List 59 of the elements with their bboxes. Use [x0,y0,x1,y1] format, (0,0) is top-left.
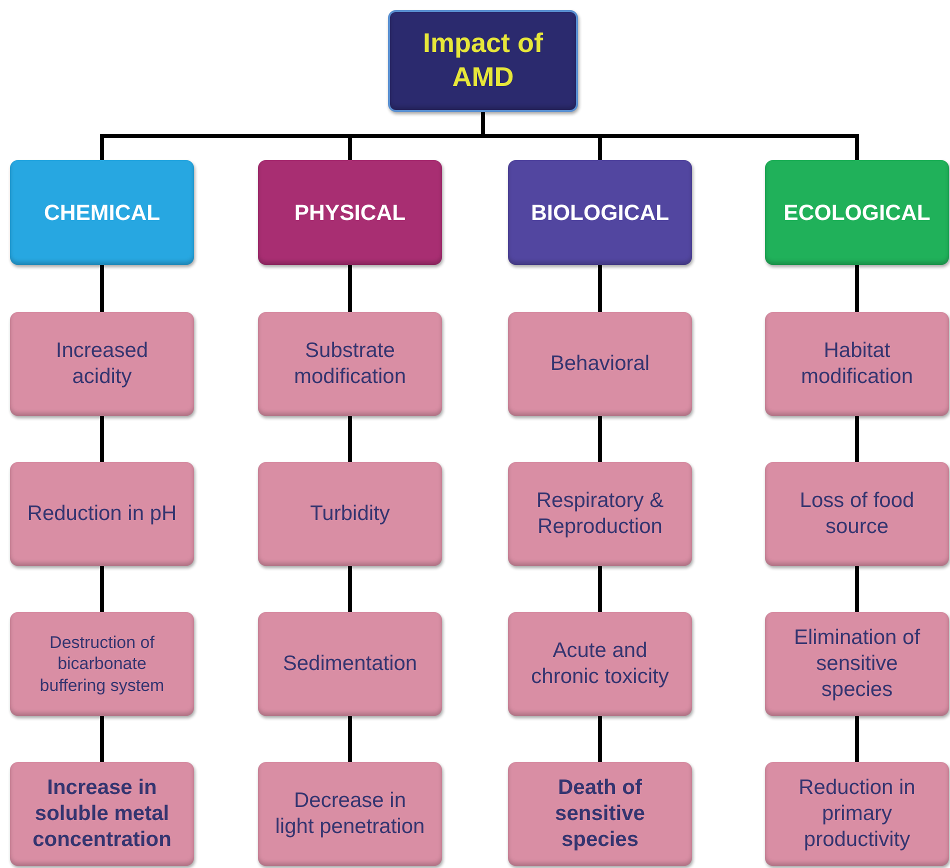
category-box [765,160,949,265]
box-text: Reduction in pH [27,500,177,527]
connector-line [855,716,859,762]
impact-box [765,462,949,566]
box-text: Elimination of sensitive species [792,624,922,704]
connector-line [348,416,352,462]
impact-box [765,312,949,416]
impact-box [765,762,949,866]
impact-box [258,612,442,716]
box-text: Destruction of bicarbonate buffering system [38,632,166,696]
impact-box [508,612,692,716]
impact-box [258,312,442,416]
box-text: Habitat modification [800,338,914,390]
box-text: ECOLOGICAL [784,198,930,226]
impact-box [258,462,442,566]
connector-line [598,416,602,462]
connector-line [348,566,352,612]
box-text: Death of sensitive species [554,774,646,854]
box-text: Decrease in light penetration [274,788,426,840]
impact-box [508,312,692,416]
connector-line [598,265,602,312]
impact-box [10,462,194,566]
title-box [388,10,578,112]
box-text: Sedimentation [282,650,418,677]
box-text: PHYSICAL [294,198,406,226]
impact-box [10,762,194,866]
box-text: Acute and chronic toxicity [530,638,670,690]
connector-line [855,566,859,612]
connector-line [855,265,859,312]
category-box [508,160,692,265]
connector-line [481,112,859,160]
box-text: Increased acidity [54,338,150,390]
connector-line [598,716,602,762]
box-text: Turbidity [310,500,390,527]
box-text: Behavioral [550,350,650,377]
category-box [258,160,442,265]
connector-line [100,416,104,462]
connector-line [348,716,352,762]
box-text: Substrate modification [292,338,408,390]
impact-box [508,762,692,866]
connector-line [100,265,104,312]
box-text: Respiratory & Reproduction [535,488,665,540]
box-text: Loss of food source [798,488,916,540]
connector-line [100,716,104,762]
impact-box [765,612,949,716]
impact-box [258,762,442,866]
box-text: BIOLOGICAL [530,198,670,226]
impact-box [10,312,194,416]
category-box [10,160,194,265]
connector-line [598,566,602,612]
box-text: Impact of AMD [422,27,544,94]
box-text: CHEMICAL [44,198,160,226]
connector-line [100,566,104,612]
impact-box [508,462,692,566]
connector-line [855,416,859,462]
box-text: Increase in soluble metal concentration [32,774,172,854]
connector-line [348,265,352,312]
box-text: Reduction in primary productivity [798,774,916,854]
impact-box [10,612,194,716]
